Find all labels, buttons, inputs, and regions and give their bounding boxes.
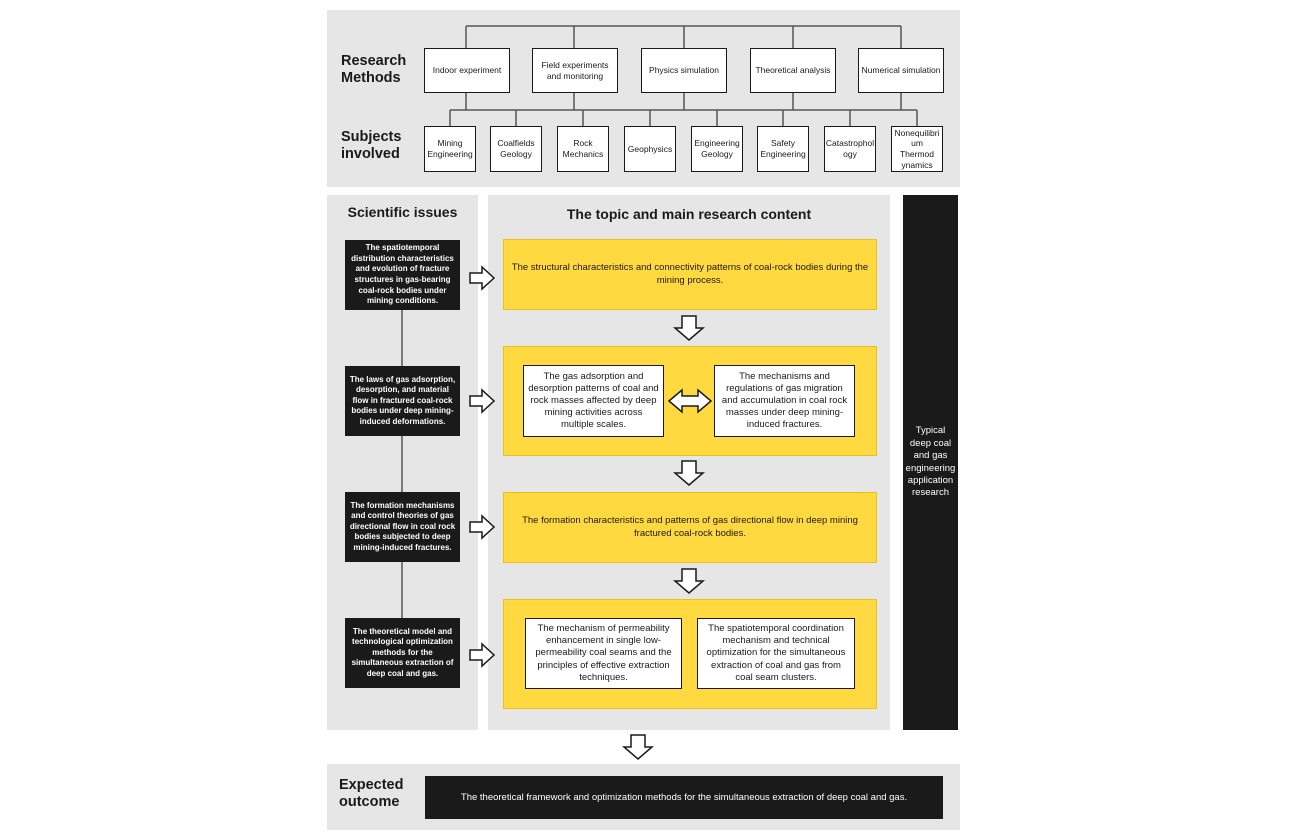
topic-box-gas-adsorption: The gas adsorption and desorption patter… bbox=[523, 365, 664, 437]
issue-box: The theoretical model and technological … bbox=[345, 618, 460, 688]
topic-box-directional-flow: The formation characteristics and patter… bbox=[503, 492, 877, 563]
down-arrow-icon bbox=[623, 734, 653, 760]
issue-box: The laws of gas adsorption, desorption, … bbox=[345, 366, 460, 436]
topic-heading: The topic and main research content bbox=[566, 206, 812, 222]
subject-box: Coalfields Geology bbox=[490, 126, 542, 172]
double-arrow-icon bbox=[667, 388, 713, 414]
topic-box-coordination: The spatiotemporal coordination mechanis… bbox=[697, 618, 855, 689]
subject-box: Nonequilibri um Thermod ynamics bbox=[891, 126, 943, 172]
right-arrow-icon bbox=[469, 515, 495, 539]
topic-box-gas-migration: The mechanisms and regulations of gas mi… bbox=[714, 365, 855, 437]
subject-box: Rock Mechanics bbox=[557, 126, 609, 172]
application-research-label: Typical deep coal and gas engineering ap… bbox=[905, 425, 956, 499]
method-box: Physics simulation bbox=[641, 48, 727, 93]
right-arrow-icon bbox=[469, 389, 495, 413]
application-research-sidebar: Typical deep coal and gas engineering ap… bbox=[903, 195, 958, 730]
down-arrow-icon bbox=[674, 315, 704, 341]
right-arrow-icon bbox=[469, 266, 495, 290]
topic-box-structural: The structural characteristics and conne… bbox=[503, 239, 877, 310]
method-box: Theoretical analysis bbox=[750, 48, 836, 93]
method-box: Field experiments and monitoring bbox=[532, 48, 618, 93]
expected-outcome-text: The theoretical framework and optimizati… bbox=[460, 792, 908, 803]
subject-box: Geophysics bbox=[624, 126, 676, 172]
expected-outcome-label: Expected outcome bbox=[339, 777, 404, 810]
subject-box: Safety Engineering bbox=[757, 126, 809, 172]
subject-box: Mining Engineering bbox=[424, 126, 476, 172]
research-methods-label: Research Methods bbox=[341, 53, 407, 86]
issue-box: The formation mechanisms and control the… bbox=[345, 492, 460, 562]
method-box: Indoor experiment bbox=[424, 48, 510, 93]
down-arrow-icon bbox=[674, 460, 704, 486]
expected-outcome-box: The theoretical framework and optimizati… bbox=[425, 776, 943, 819]
down-arrow-icon bbox=[674, 568, 704, 594]
subject-box: Engineering Geology bbox=[691, 126, 743, 172]
issue-box: The spatiotemporal distribution characte… bbox=[345, 240, 460, 310]
subject-box: Catastrophol ogy bbox=[824, 126, 876, 172]
subjects-involved-label: Subjects involved bbox=[341, 129, 402, 162]
method-box: Numerical simulation bbox=[858, 48, 944, 93]
scientific-issues-heading: Scientific issues bbox=[347, 204, 458, 220]
right-arrow-icon bbox=[469, 643, 495, 667]
topic-box-permeability: The mechanism of permeability enhancemen… bbox=[525, 618, 682, 689]
